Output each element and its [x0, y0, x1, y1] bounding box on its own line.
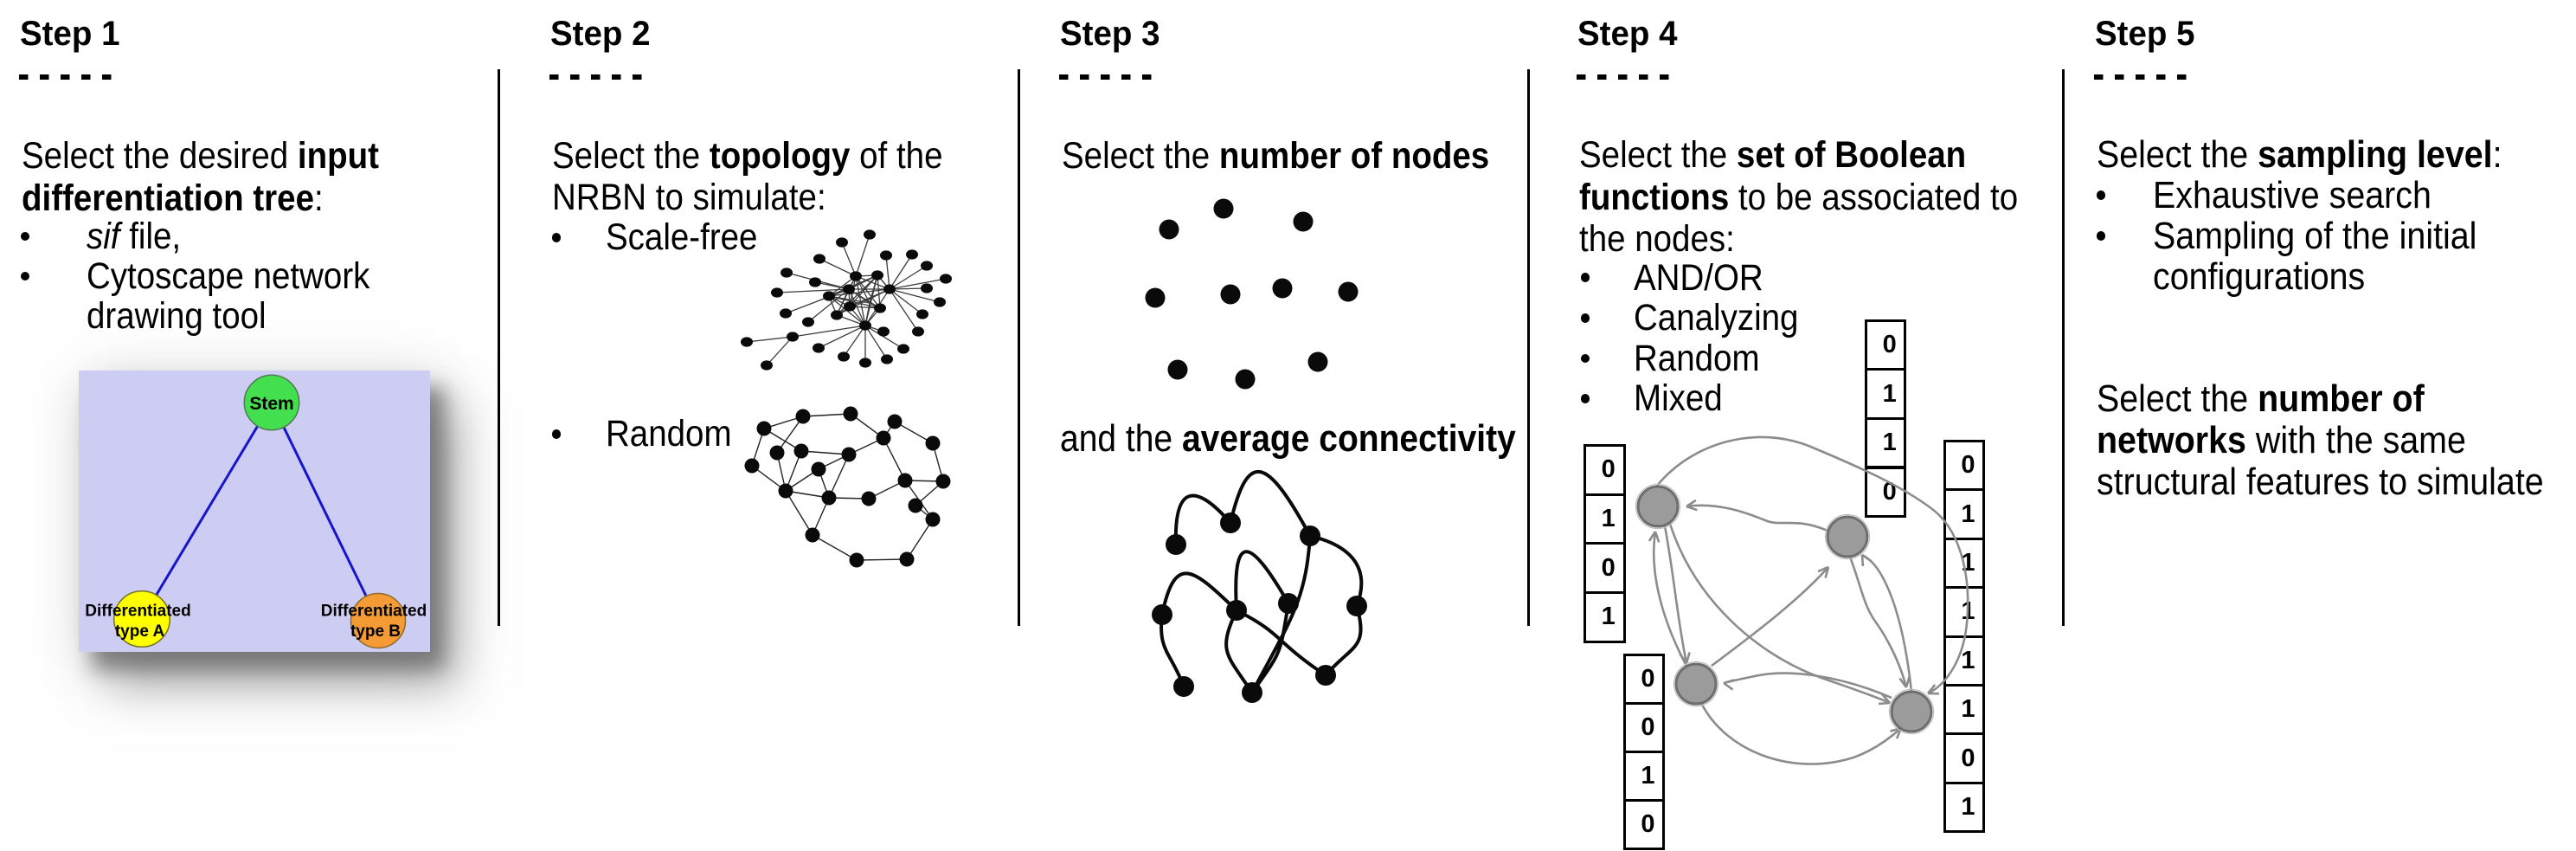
- svg-text:Stem: Stem: [249, 394, 293, 414]
- svg-text:Differentiated: Differentiated: [85, 603, 190, 621]
- svg-text:type B: type B: [350, 622, 401, 641]
- svg-text:type A: type A: [115, 622, 165, 641]
- svg-text:Differentiated: Differentiated: [321, 603, 427, 621]
